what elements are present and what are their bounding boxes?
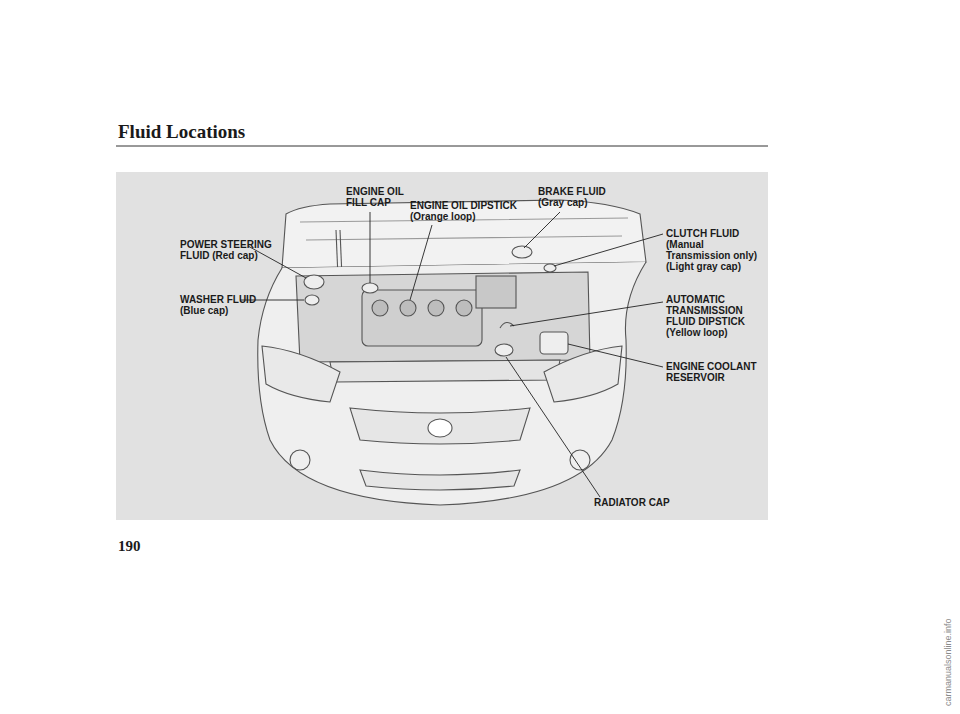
title-rule (116, 146, 768, 147)
callout-label: ENGINE OIL DIPSTICK (Orange loop) (410, 200, 528, 222)
watermark: carmanualsonline.info (943, 618, 953, 706)
callout-label: BRAKE FLUID (Gray cap) (538, 186, 618, 208)
car-outline (258, 200, 646, 505)
callout-label: CLUTCH FLUID (Manual Transmission only) … (666, 228, 766, 272)
leader-lines (240, 212, 663, 497)
callout-label: WASHER FLUID (Blue cap) (180, 294, 260, 316)
callout-label: AUTOMATIC TRANSMISSION FLUID DIPSTICK (Y… (666, 294, 758, 338)
page-number: 190 (118, 538, 141, 555)
callout-label: ENGINE COOLANT RESERVOIR (666, 361, 766, 383)
callout-label: RADIATOR CAP (594, 497, 684, 508)
page-title: Fluid Locations (118, 121, 245, 143)
figure-panel (116, 172, 768, 520)
callout-label: POWER STEERING FLUID (Red cap) (180, 239, 278, 261)
callout-label: ENGINE OIL FILL CAP (346, 186, 410, 208)
